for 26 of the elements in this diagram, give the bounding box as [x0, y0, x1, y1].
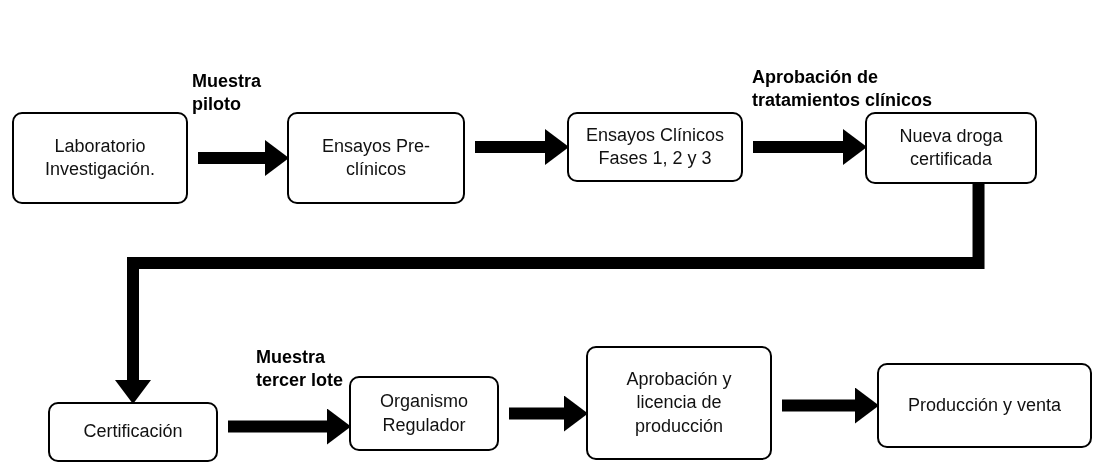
edge-label: Muestra piloto — [192, 70, 263, 115]
edge-label: Aprobación de tratamientos clínicos — [752, 66, 934, 111]
box-text: Laboratorio Investigación. — [43, 134, 157, 181]
box-text: Ensayos Clínicos Fases 1, 2 y 3 — [584, 123, 726, 170]
arrow — [228, 408, 351, 445]
arrow — [198, 140, 289, 176]
box-text: Organismo Regulador — [379, 390, 469, 437]
box-text: Aprobación y licencia de producción — [625, 367, 733, 438]
arrow — [753, 129, 867, 165]
arrow — [782, 387, 879, 424]
box-text: Producción y venta — [907, 393, 1062, 417]
arrow — [475, 129, 569, 165]
edge-label: Muestra tercer lote — [256, 346, 345, 391]
arrow — [115, 184, 985, 404]
process-box — [349, 376, 499, 451]
process-box — [567, 112, 743, 182]
process-box — [586, 346, 772, 460]
box-text: Ensayos Pre-clínicos — [320, 134, 431, 181]
box-text: Certificación — [83, 420, 183, 444]
process-box — [865, 112, 1037, 184]
process-box — [48, 402, 218, 462]
process-box — [287, 112, 465, 204]
process-box — [12, 112, 188, 204]
process-box — [877, 363, 1092, 448]
arrow — [509, 395, 588, 432]
box-text: Nueva droga certificada — [898, 124, 1004, 171]
